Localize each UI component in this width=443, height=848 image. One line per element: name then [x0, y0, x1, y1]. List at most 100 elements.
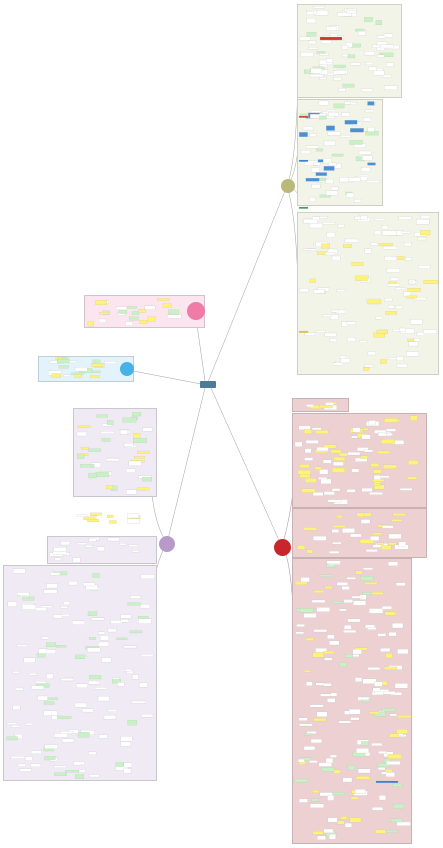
olive-bottom-node	[370, 242, 378, 246]
olive-bottom-node	[340, 358, 351, 364]
red-bottom-node	[313, 590, 325, 593]
olive-bottom-node	[347, 337, 356, 342]
red-bottom-node	[396, 821, 411, 826]
blue-node	[63, 374, 71, 377]
olive-bottom-node	[420, 215, 431, 219]
purple-bottom-node	[35, 681, 47, 684]
red-bottom-node	[367, 667, 381, 671]
red-bottom-node	[345, 654, 354, 658]
olive-mid-node	[354, 199, 362, 203]
red-upper-node	[333, 456, 346, 461]
red-upper-node	[330, 449, 342, 454]
red-mid-node	[350, 533, 362, 538]
red-upper-node	[373, 469, 382, 474]
central-topic-node[interactable]	[200, 381, 216, 388]
olive-top-node	[364, 17, 373, 22]
red-bottom-node	[381, 708, 396, 712]
purple-bottom-node	[87, 647, 101, 653]
purple-bottom-node	[68, 581, 78, 586]
purple-top-node	[137, 487, 150, 491]
red-mid-node	[388, 533, 402, 539]
olive-top-node	[333, 77, 342, 81]
purple-mid-node	[96, 546, 105, 552]
olive-bottom-node	[398, 216, 412, 220]
red-mid-node	[363, 512, 372, 517]
pink-node	[87, 321, 94, 327]
red-upper-node	[408, 460, 419, 465]
purple-top-node	[96, 414, 109, 418]
purple-bottom-node	[74, 702, 87, 708]
olive-bottom-node	[337, 224, 345, 228]
branch-hub-purple[interactable]	[159, 536, 175, 552]
blue-node	[58, 365, 69, 369]
branch-hub-blue[interactable]	[120, 362, 134, 376]
purple-bottom-node	[111, 679, 121, 684]
olive-top-node	[361, 88, 373, 92]
purple-bottom-node	[107, 709, 117, 712]
red-mid-node	[356, 512, 365, 518]
olive-bottom-node	[309, 278, 316, 283]
purple-bottom-node	[6, 722, 17, 725]
blue-region	[38, 356, 134, 382]
olive-top-node	[313, 5, 325, 9]
purple-top-node	[132, 412, 142, 417]
red-upper-node	[373, 483, 381, 486]
olive-mid-node	[311, 167, 320, 173]
olive-mid-node	[328, 112, 339, 117]
olive-top-node	[308, 46, 319, 50]
red-bottom-node	[304, 670, 311, 673]
branch-hub-red[interactable]	[274, 539, 291, 556]
olive-mid-node	[315, 172, 327, 176]
red-mid-node	[331, 529, 339, 533]
pink-node	[95, 300, 108, 305]
olive-top-node	[377, 35, 386, 39]
purple-bottom-node	[46, 583, 58, 589]
red-bottom-node	[385, 653, 393, 659]
purple-bottom-node	[62, 738, 74, 743]
purple-bottom-node	[57, 716, 72, 719]
red-upper-node	[386, 433, 393, 436]
purple-bottom-node	[28, 672, 38, 676]
red-bottom-node	[369, 711, 379, 715]
red-mid-node	[333, 525, 347, 528]
purple-bottom-node	[17, 592, 30, 596]
purple-top-node	[106, 420, 114, 425]
branch-hub-olive[interactable]	[281, 179, 295, 193]
purple-bottom-node	[37, 695, 49, 701]
purple-top-node	[142, 427, 153, 432]
olive-bottom-node	[303, 219, 318, 224]
blue-node	[71, 372, 84, 375]
red-mid-node	[306, 549, 313, 554]
red-bottom-node	[341, 586, 350, 590]
red-bottom-node	[362, 678, 377, 684]
red-bottom-node	[327, 795, 335, 801]
purple-bottom-node	[140, 574, 155, 580]
purple-bottom-node	[63, 601, 71, 605]
olive-bottom-node	[416, 219, 430, 225]
purple-bottom-node	[45, 649, 56, 654]
olive-mid-node	[313, 162, 321, 166]
red-upper-node	[299, 464, 310, 468]
red-bottom-node	[326, 560, 341, 564]
olive-red-marker	[298, 115, 309, 118]
branch-hub-pink[interactable]	[187, 302, 205, 320]
olive-bottom-node	[423, 329, 437, 334]
purple-notes-node	[76, 514, 88, 517]
purple-bottom-node	[46, 642, 57, 647]
red-upper-node	[377, 450, 390, 455]
purple-bottom-node	[115, 766, 129, 771]
olive-bottom-node	[316, 330, 326, 333]
red-bottom-node	[397, 715, 412, 718]
red-top-node	[306, 404, 314, 407]
red-mid-node	[332, 541, 342, 545]
red-bottom-node	[312, 652, 324, 658]
purple-mid-node	[77, 542, 87, 546]
olive-top-node	[375, 20, 382, 25]
pink-node	[116, 306, 127, 310]
red-upper-node	[357, 447, 369, 452]
olive-top-node	[382, 74, 392, 78]
red-bottom-node	[323, 683, 332, 687]
olive-bottom-node	[420, 230, 431, 236]
red-bottom-node	[371, 742, 383, 746]
